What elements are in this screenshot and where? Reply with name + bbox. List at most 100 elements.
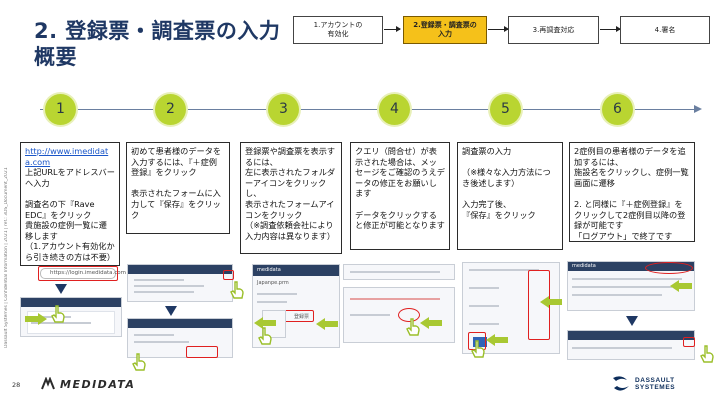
screenshot-header — [21, 298, 121, 307]
pointer-hand-icon — [406, 318, 420, 336]
green-arrow-icon — [670, 280, 692, 292]
add-subject-highlight — [223, 270, 234, 280]
screenshot-row — [134, 341, 189, 343]
screenshot-row — [134, 279, 184, 281]
screenshot-header — [128, 319, 232, 328]
step-number-3: 3 — [268, 94, 299, 125]
slide-title: 2. 登録票・調査票の入力 概要 — [34, 18, 280, 70]
screenshot-row — [469, 305, 499, 307]
url-address-bar[interactable]: https://login.imedidata.com — [40, 268, 126, 279]
step-4-description: クエリ（問合せ）が表示された場合は、メッセージをご確認のうえデータの修正をお願い… — [350, 142, 450, 250]
step-1-text: 上記URLをアドレスバーへ入力 調査名の下『Rave EDC』をクリック 貴施設… — [25, 167, 116, 262]
pointer-hand-icon — [230, 281, 244, 299]
screenshot-new-subject-form — [127, 318, 233, 358]
green-arrow-icon — [540, 296, 562, 308]
pointer-hand-icon — [258, 327, 272, 345]
step-2-description: 初めて患者様のデータを入力するには、『＋症例登録』をクリック 表示されたフォーム… — [126, 142, 230, 234]
screenshot-row — [134, 285, 204, 287]
screenshot-row — [257, 301, 287, 303]
process-arrow-3 — [600, 26, 621, 32]
step-5-text: 調査票の入力 （※様々な入力方法につき後述します） 入力完了後、 『保存』をクリ… — [462, 146, 551, 220]
add-subject-highlight — [683, 337, 695, 347]
down-arrow-icon — [626, 316, 638, 326]
process-step-2-label: 2.登録票・調査票の 入力 — [403, 16, 487, 44]
screenshot-row — [572, 278, 682, 280]
imedidata-link[interactable]: http://www.imedidata.com — [25, 146, 109, 167]
green-arrow-icon — [316, 318, 338, 330]
site-name-highlight — [645, 262, 693, 274]
screenshot-row — [469, 323, 499, 325]
step-4-text: クエリ（問合せ）が表示された場合は、メッセージをご確認のうえデータの修正をお願い… — [355, 146, 445, 231]
save-button-highlight — [186, 346, 218, 358]
step-3-text: 登録票や調査票を表示するには、 左に表示されたフォルダーアイコンをクリックし、 … — [245, 146, 336, 241]
green-arrow-icon — [420, 317, 442, 329]
brand-label: medidata — [257, 267, 281, 273]
confidential-note: Dassault Systèmes | Confidential Informa… — [4, 167, 9, 348]
step-number-1: 1 — [45, 94, 76, 125]
screenshot-row — [572, 347, 672, 349]
url-highlight — [38, 266, 118, 281]
green-arrow-icon — [25, 313, 47, 325]
screenshot-header — [253, 265, 339, 276]
pointer-hand-icon — [471, 340, 485, 358]
process-arrow-2 — [488, 26, 509, 32]
green-arrow-icon — [254, 317, 276, 329]
green-arrow-icon — [486, 334, 508, 346]
screenshot-header — [568, 331, 694, 340]
slide-title-line1: 2. 登録票・調査票の入力 — [34, 19, 281, 43]
screenshot-row — [572, 294, 662, 296]
query-data-highlight — [398, 308, 420, 322]
slide-title-line2: 概要 — [34, 45, 77, 69]
screenshot-row — [257, 293, 297, 295]
screenshot-header — [128, 265, 232, 274]
process-step-3-label: 3.再調査対応 — [508, 16, 599, 44]
page-number: 28 — [12, 381, 21, 389]
brand-label: medidata — [572, 263, 596, 269]
screenshot-row — [134, 291, 194, 293]
screenshot-row — [572, 286, 672, 288]
dassault-logo-line2: SYSTEMES — [635, 384, 676, 391]
screenshot-crf-entry — [462, 262, 560, 354]
screenshot-subject-list-2 — [567, 330, 695, 360]
dassault-logo-line1: DASSAULT — [635, 377, 675, 384]
screenshot-row — [31, 322, 91, 324]
pointer-hand-icon — [700, 345, 714, 363]
step-6-text: 2症例目の患者様のデータを追加するには、 施設名をクリックし、症例一覧画面に遷移… — [574, 146, 689, 241]
screenshot-row — [350, 314, 390, 316]
timeline-arrow — [40, 105, 702, 113]
down-arrow-icon — [55, 284, 67, 294]
process-step-4-label: 4.署名 — [620, 16, 710, 44]
down-arrow-icon — [165, 306, 177, 316]
step-2-text: 初めて患者様のデータを入力するには、『＋症例登録』をクリック 表示されたフォーム… — [131, 146, 222, 220]
step-3-description: 登録票や調査票を表示するには、 左に表示されたフォルダーアイコンをクリックし、 … — [240, 142, 342, 254]
screenshot-query-header — [343, 264, 455, 280]
process-step-1-label: 1.アカウントの 有効化 — [293, 16, 383, 44]
dassault-logo: DASSAULT SYSTEMES — [610, 372, 675, 396]
save-button[interactable] — [473, 337, 487, 347]
medidata-mark-icon — [41, 377, 55, 390]
process-arrow-1 — [384, 26, 401, 32]
pointer-hand-icon — [51, 305, 65, 323]
step-number-2: 2 — [155, 94, 186, 125]
screenshot-row — [350, 271, 440, 273]
folder-label: 登録票 — [294, 314, 310, 320]
screenshot-imedidata-home — [20, 297, 122, 337]
screenshot-row — [31, 316, 71, 318]
step-5-description: 調査票の入力 （※様々な入力方法につき後述します） 入力完了後、 『保存』をクリ… — [457, 142, 563, 250]
step-6-description: 2症例目の患者様のデータを追加するには、 施設名をクリックし、症例一覧画面に遷移… — [569, 142, 695, 242]
step-number-6: 6 — [602, 94, 633, 125]
step-number-5: 5 — [490, 94, 521, 125]
screenshot-header — [568, 262, 694, 271]
screenshot-row — [469, 287, 499, 289]
study-label: Japanpe.prm — [257, 280, 289, 286]
medidata-logo-text: MEDIDATA — [60, 377, 136, 391]
step-1-description: http://www.imedidata.com 上記URLをアドレスバーへ入力… — [20, 142, 120, 266]
step-number-4: 4 — [379, 94, 410, 125]
screenshot-row — [469, 269, 539, 271]
dassault-mark-icon — [613, 376, 629, 391]
screenshot-row — [134, 334, 174, 336]
screenshot-site-header: medidata — [567, 261, 695, 311]
pointer-hand-icon — [132, 353, 146, 371]
screenshot-subject-list — [127, 264, 233, 302]
query-message-line — [350, 298, 440, 300]
